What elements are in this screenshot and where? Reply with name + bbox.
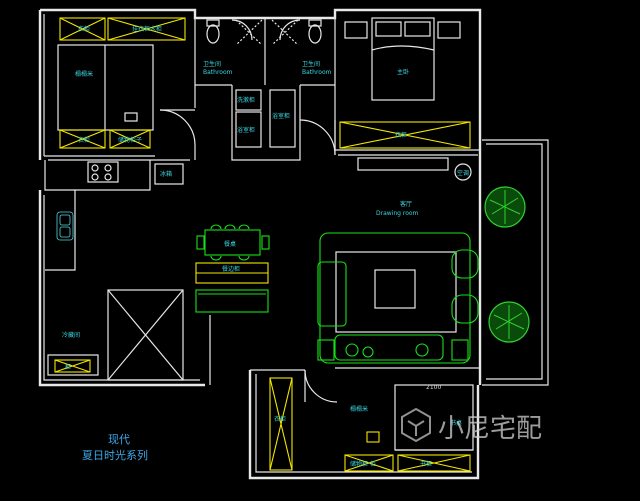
label-top-cabinet: 挂衣柜木柜 [132, 25, 162, 33]
bathroom-fixtures [206, 19, 322, 148]
caption-line1: 现代 [108, 433, 130, 446]
interior-walls [44, 10, 480, 385]
plant-2 [488, 301, 530, 343]
label-bath2-en: Bathroom [302, 69, 332, 76]
label-cab-right: 储物柜 柜 [350, 460, 376, 468]
label-bath1-en: Bathroom [203, 69, 233, 76]
label-storage-cabinet: 储物柜子 [118, 136, 142, 144]
plant-1 [484, 186, 526, 228]
label-desk: 书桌 [450, 419, 462, 427]
caption-line2: 夏日时光系列 [82, 448, 148, 462]
label-storage-room: 冷藏间 [62, 331, 80, 339]
storage-room [47, 354, 99, 376]
label-wardrobe-top-left: 衣柜 [78, 25, 90, 33]
label-wardrobe-bottom-left: 衣柜 [78, 136, 90, 144]
top-left-cabinets [57, 17, 186, 149]
kitchen [56, 161, 184, 241]
label-bed-wardrobe: 衣柜 [395, 131, 407, 139]
label-cab-far-right: 书柜 [420, 460, 432, 468]
label-bath1: 卫生间 [203, 60, 221, 68]
label-master: 主卧 [397, 68, 409, 76]
label-bath-cab3: 浴室柜 [272, 112, 290, 120]
label-sideboard: 餐边柜 [222, 265, 240, 273]
dining [195, 224, 270, 313]
label-fridge: 冰箱 [160, 170, 172, 178]
label-tatami2: 榻榻米 [350, 405, 368, 413]
watermark-logo-icon [401, 407, 431, 443]
bottom-right-bedroom [269, 377, 474, 472]
label-dimension: 2100 [426, 384, 441, 391]
stairwell [107, 289, 184, 381]
doors [159, 19, 338, 403]
master-bedroom [339, 17, 472, 181]
label-dining-table: 餐桌 [224, 240, 236, 248]
label-bath2: 卫生间 [302, 60, 320, 68]
label-small-cabinet: 柜 [65, 363, 71, 371]
label-wardrobe-right: 衣柜 [274, 415, 286, 423]
label-living: 客厅 [400, 200, 412, 208]
balcony [482, 139, 549, 386]
label-bath-cab2: 浴室柜 [237, 126, 255, 134]
label-living-en: Drawing room [376, 210, 419, 217]
label-bath-cab1: 洗漱柜 [237, 96, 255, 104]
living-room [317, 232, 479, 364]
watermark-text: 小尼宅配 [438, 414, 542, 444]
label-tatami: 榻榻米 [75, 70, 93, 78]
label-ac: 空调 [457, 169, 469, 177]
